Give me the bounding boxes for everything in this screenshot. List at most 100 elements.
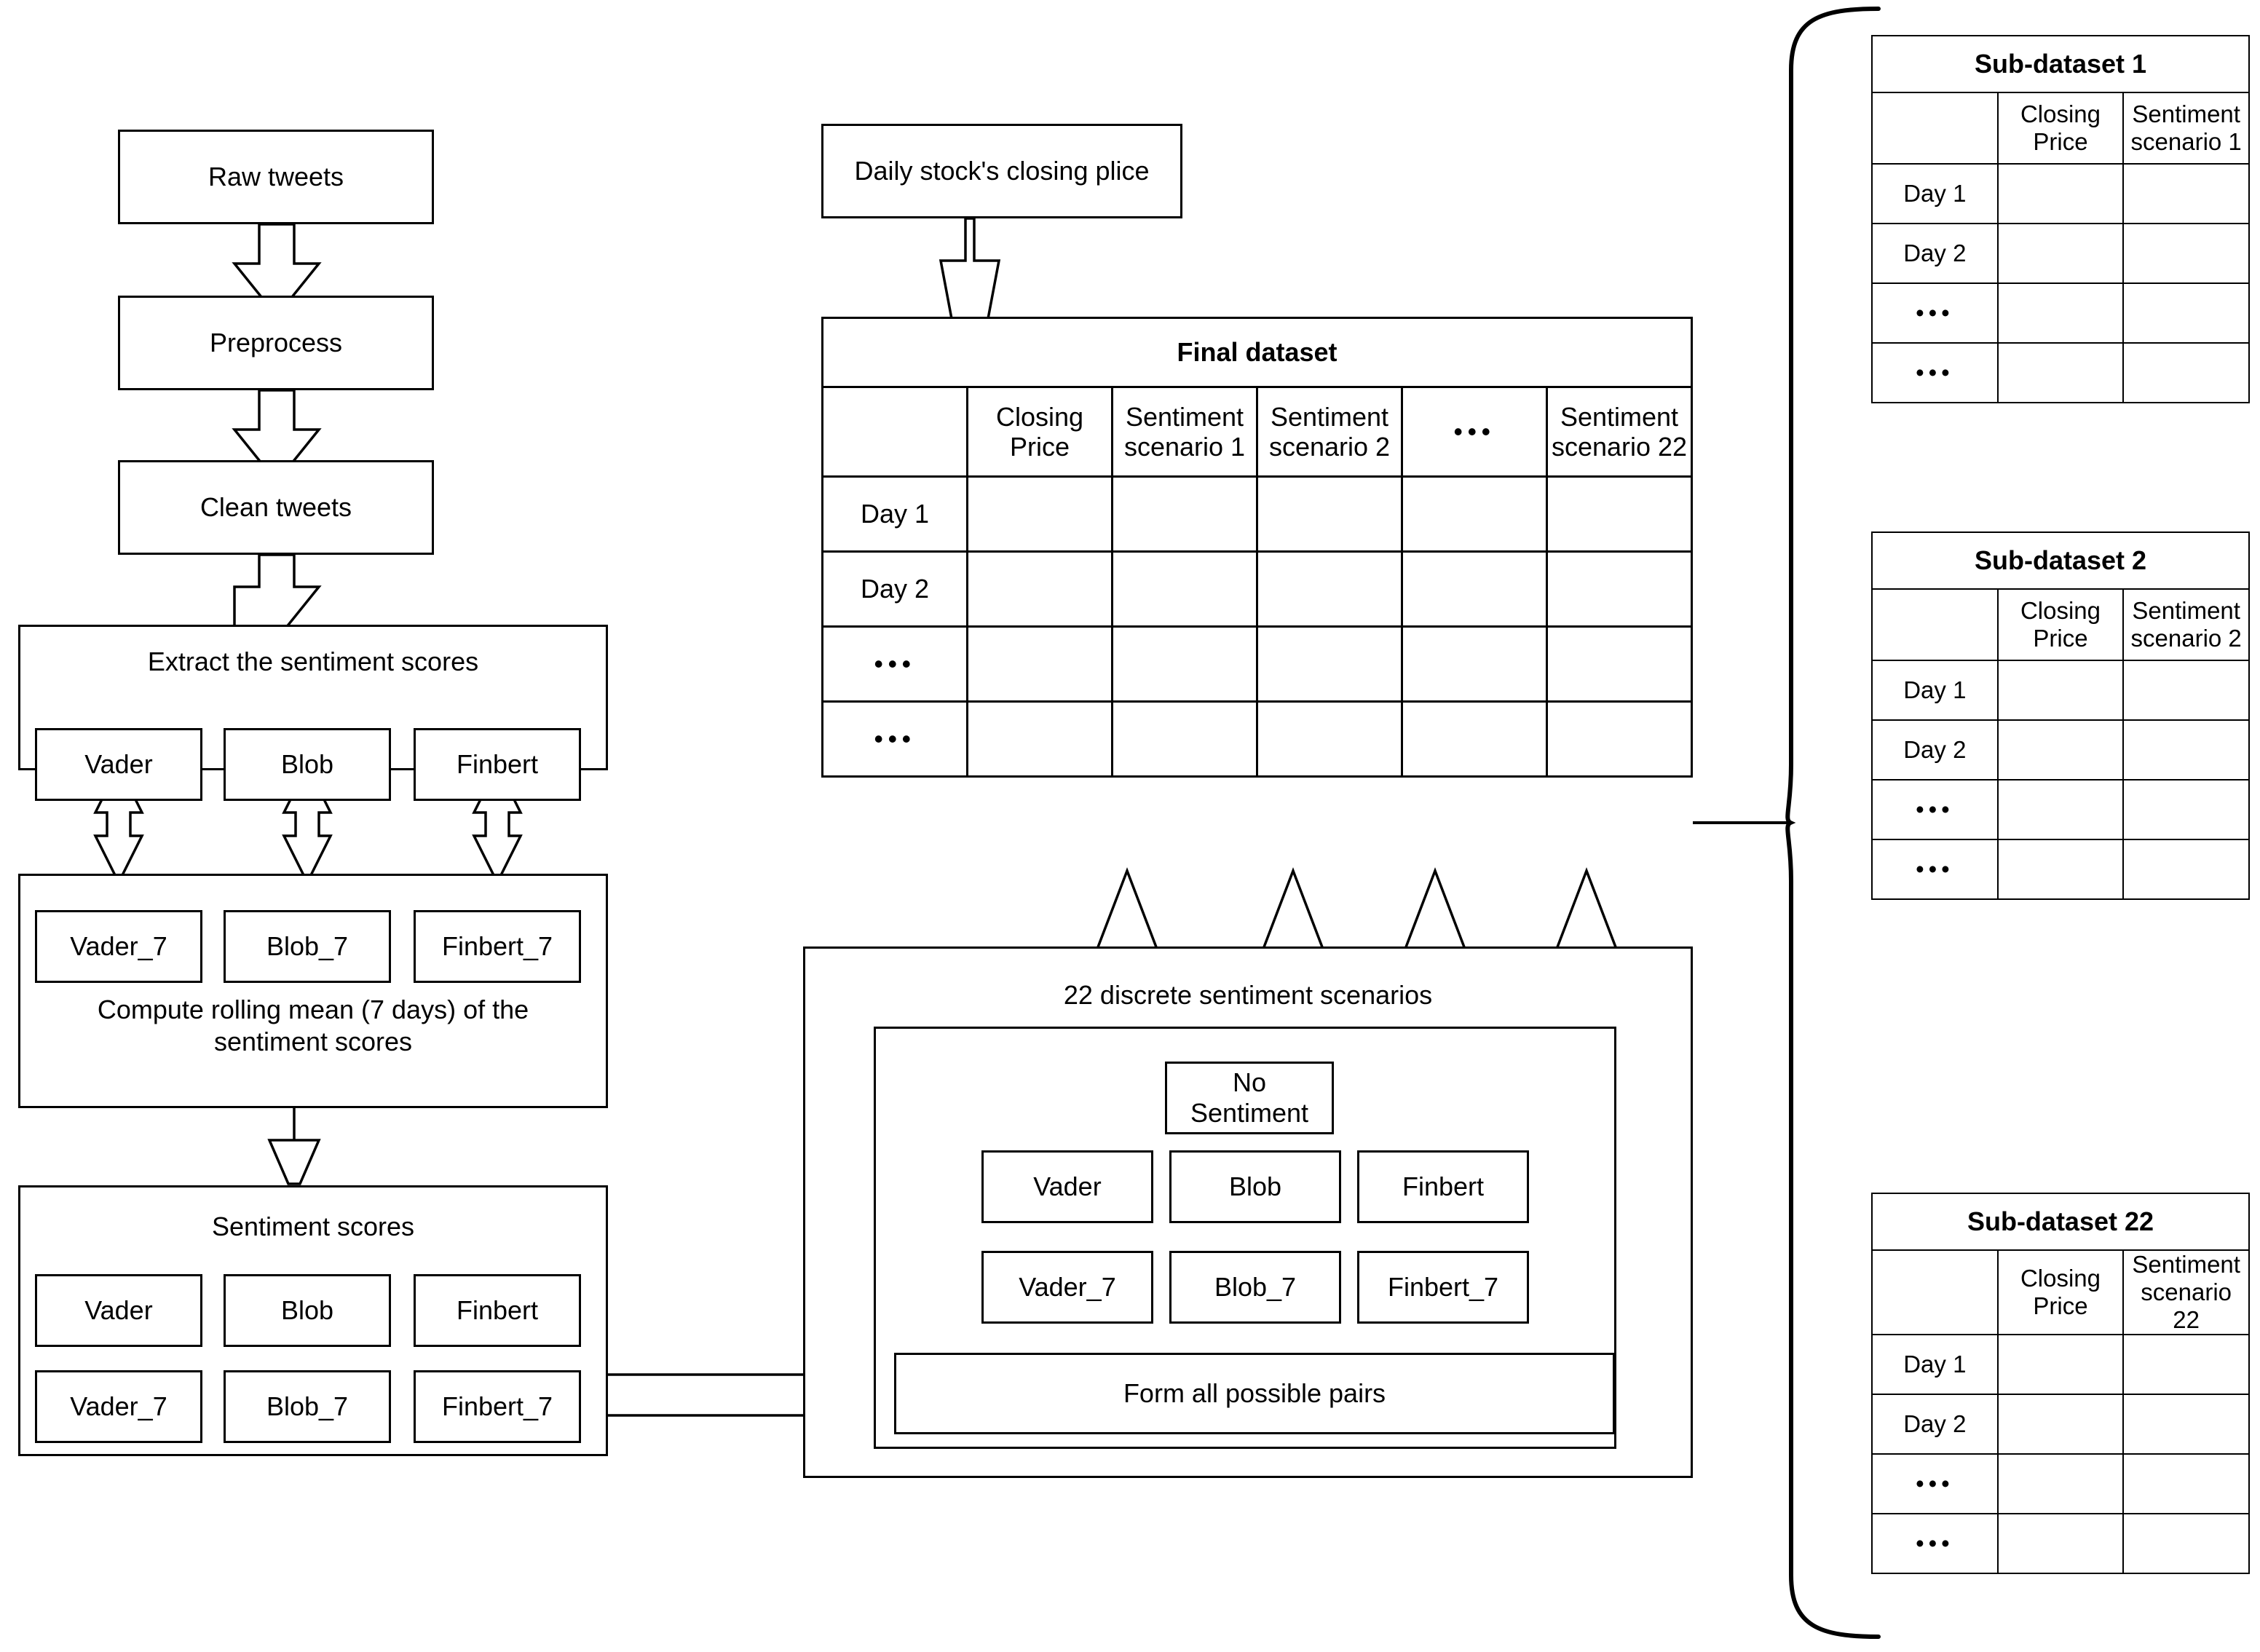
- node-rolling-blob7: Blob_7: [224, 910, 391, 983]
- sub-dataset-1-cell: [2122, 223, 2250, 284]
- table-sub-dataset-2: Sub-dataset 2 Closing Price Sentiment sc…: [1871, 531, 2250, 900]
- final-dataset-cell: [1546, 700, 1693, 778]
- final-dataset-cell: [1111, 550, 1258, 628]
- sub-dataset-2-cell: [2122, 839, 2250, 900]
- sub-dataset-1-row-label-day1: Day 1: [1871, 163, 1999, 224]
- node-extract-vader: Vader: [35, 728, 202, 801]
- group-sentiment-scores-title: Sentiment scores: [211, 1212, 415, 1241]
- node-scenario-finbert-label: Finbert: [1402, 1171, 1485, 1201]
- group-rolling-title: Compute rolling mean (7 days) of the sen…: [97, 995, 529, 1056]
- sub-dataset-1-col-closing-price: Closing Price: [1996, 92, 2125, 165]
- sub-dataset-2-row-label-day1: Day 1: [1871, 660, 1999, 721]
- sub-dataset-1-cell: [1996, 223, 2125, 284]
- sub-dataset-1-title: Sub-dataset 1: [1871, 35, 2250, 93]
- final-dataset-cell: [1401, 625, 1548, 703]
- node-scenario-vader-label: Vader: [1033, 1171, 1102, 1201]
- node-rolling-vader7: Vader_7: [35, 910, 202, 983]
- node-scores-blob-label: Blob: [280, 1295, 334, 1325]
- final-dataset-cell: [1111, 475, 1258, 553]
- table-row: Day 2: [1871, 1393, 2250, 1455]
- final-dataset-cell: [1256, 550, 1403, 628]
- node-scores-blob: Blob: [224, 1274, 391, 1347]
- node-extract-vader-label: Vader: [84, 748, 153, 779]
- node-rolling-finbert7-label: Finbert_7: [441, 930, 553, 961]
- node-clean-tweets: Clean tweets: [118, 460, 434, 555]
- sub-dataset-1-header-row: Closing Price Sentiment scenario 1: [1871, 92, 2250, 165]
- final-dataset-cell: [1546, 550, 1693, 628]
- node-scores-finbert-label: Finbert: [456, 1295, 539, 1325]
- sub-dataset-2-col-blank: [1871, 588, 1999, 661]
- table-row: •••: [821, 700, 1693, 778]
- final-dataset-cell: [1256, 700, 1403, 778]
- node-scores-blob7-label: Blob_7: [266, 1391, 349, 1421]
- sub-dataset-2-cell: [1996, 839, 2125, 900]
- final-dataset-row-label-ellipsis: •••: [821, 625, 968, 703]
- sub-dataset-22-row-label-ellipsis-2: •••: [1871, 1512, 1999, 1574]
- table-row: •••: [1871, 1453, 2250, 1514]
- node-daily-stock-closing-price: Daily stock's closing plice: [821, 124, 1182, 218]
- node-scenario-blob-label: Blob: [1228, 1171, 1282, 1201]
- sub-dataset-1-cell: [2122, 342, 2250, 403]
- sub-dataset-22-cell: [2122, 1393, 2250, 1455]
- group-22-scenarios-title: 22 discrete sentiment scenarios: [1063, 980, 1433, 1010]
- node-preprocess: Preprocess: [118, 296, 434, 390]
- sub-dataset-1-cell: [2122, 282, 2250, 344]
- sub-dataset-1-cell: [1996, 342, 2125, 403]
- final-dataset-cell: [1256, 625, 1403, 703]
- sub-dataset-2-cell: [2122, 719, 2250, 780]
- sub-dataset-2-cell: [1996, 719, 2125, 780]
- node-scores-finbert7: Finbert_7: [414, 1370, 581, 1443]
- sub-dataset-2-header-row: Closing Price Sentiment scenario 2: [1871, 588, 2250, 661]
- final-dataset-col-scenario-1: Sentiment scenario 1: [1111, 386, 1258, 478]
- sub-dataset-2-cell: [1996, 660, 2125, 721]
- final-dataset-row-label-ellipsis-2: •••: [821, 700, 968, 778]
- final-dataset-cell: [1111, 700, 1258, 778]
- final-dataset-row-label-day1: Day 1: [821, 475, 968, 553]
- sub-dataset-22-row-label-day1: Day 1: [1871, 1333, 1999, 1395]
- table-final-dataset: Final dataset Closing Price Sentiment sc…: [821, 317, 1693, 778]
- node-scenario-vader7: Vader_7: [981, 1251, 1153, 1324]
- sub-dataset-1-row-label-ellipsis: •••: [1871, 282, 1999, 344]
- node-scores-finbert7-label: Finbert_7: [441, 1391, 553, 1421]
- table-row: Day 1: [1871, 1333, 2250, 1395]
- table-row: Day 1: [1871, 660, 2250, 721]
- table-row: •••: [1871, 282, 2250, 344]
- node-scores-blob7: Blob_7: [224, 1370, 391, 1443]
- node-daily-stock-label: Daily stock's closing plice: [854, 155, 1150, 186]
- final-dataset-col-scenario-22: Sentiment scenario 22: [1546, 386, 1693, 478]
- sub-dataset-22-row-label-day2: Day 2: [1871, 1393, 1999, 1455]
- final-dataset-cell: [1546, 625, 1693, 703]
- node-scores-vader: Vader: [35, 1274, 202, 1347]
- group-rolling-mean: Compute rolling mean (7 days) of the sen…: [18, 874, 608, 1108]
- node-scenario-blob7-label: Blob_7: [1214, 1271, 1297, 1302]
- table-row: Day 2: [1871, 719, 2250, 780]
- final-dataset-col-blank: [821, 386, 968, 478]
- node-raw-tweets-label: Raw tweets: [208, 161, 344, 191]
- sub-dataset-1-row-label-day2: Day 2: [1871, 223, 1999, 284]
- final-dataset-cell: [1401, 475, 1548, 553]
- sub-dataset-1-row-label-ellipsis-2: •••: [1871, 342, 1999, 403]
- sub-dataset-22-col-closing-price: Closing Price: [1996, 1249, 2125, 1335]
- table-row: •••: [1871, 1512, 2250, 1574]
- node-scenario-vader7-label: Vader_7: [1019, 1271, 1116, 1302]
- table-row: •••: [821, 625, 1693, 703]
- node-scenario-finbert7-label: Finbert_7: [1387, 1271, 1499, 1302]
- sub-dataset-22-col-scenario: Sentiment scenario 22: [2122, 1249, 2250, 1335]
- curly-brace: [1785, 7, 1881, 1639]
- final-dataset-cell: [1401, 550, 1548, 628]
- node-extract-finbert: Finbert: [414, 728, 581, 801]
- node-extract-finbert-label: Finbert: [456, 748, 539, 779]
- sub-dataset-22-cell: [2122, 1333, 2250, 1395]
- final-dataset-cell: [966, 700, 1113, 778]
- sub-dataset-1-cell: [1996, 163, 2125, 224]
- node-scores-vader7: Vader_7: [35, 1370, 202, 1443]
- sub-dataset-1-cell: [2122, 163, 2250, 224]
- sub-dataset-2-cell: [2122, 779, 2250, 840]
- node-form-all-possible-pairs: Form all possible pairs: [894, 1353, 1615, 1434]
- sub-dataset-2-col-closing-price: Closing Price: [1996, 588, 2125, 661]
- final-dataset-cell: [1256, 475, 1403, 553]
- sub-dataset-2-cell: [2122, 660, 2250, 721]
- sub-dataset-1-col-scenario: Sentiment scenario 1: [2122, 92, 2250, 165]
- node-preprocess-label: Preprocess: [209, 327, 343, 357]
- node-scores-vader7-label: Vader_7: [70, 1391, 167, 1421]
